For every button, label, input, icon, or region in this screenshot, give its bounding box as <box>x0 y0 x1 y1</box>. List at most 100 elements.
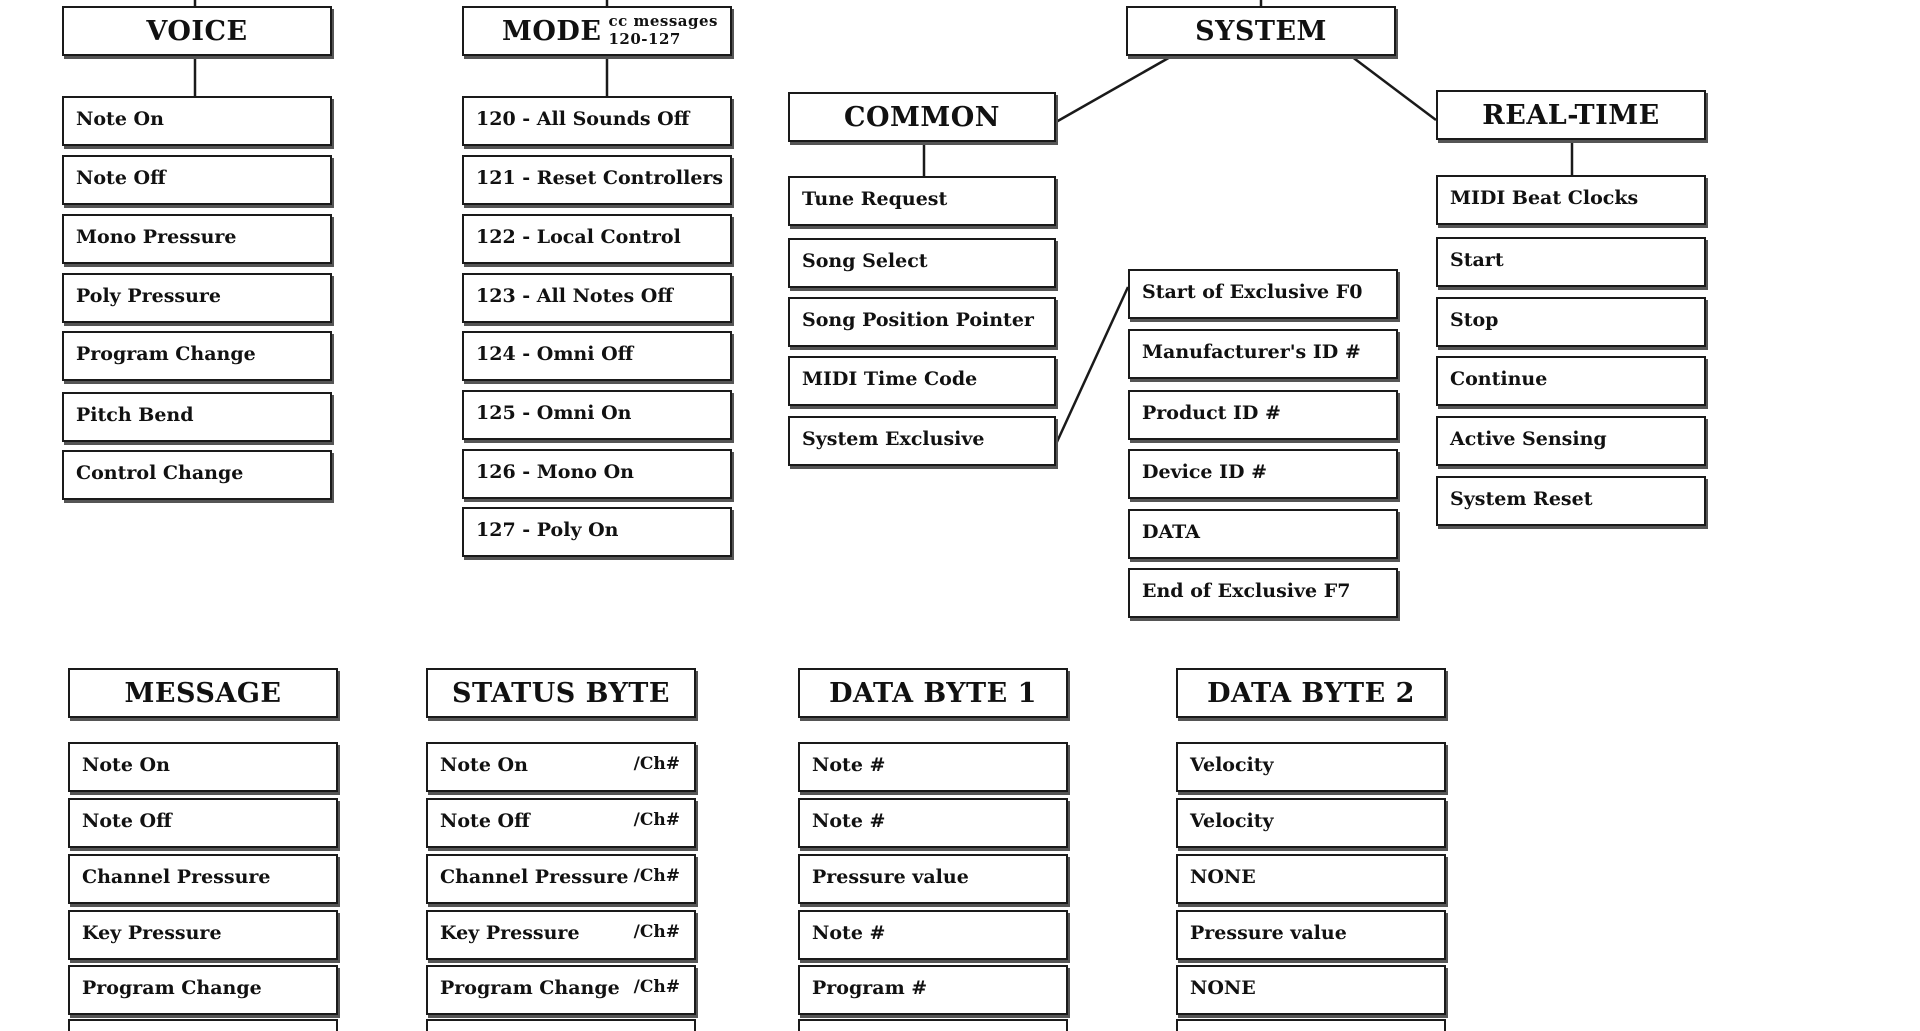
realtime-item-stop-label: Stop <box>1450 309 1499 331</box>
data-byte-1-item-5-label: Program # <box>812 977 928 999</box>
voice-item-note-off: Note Off <box>62 155 332 205</box>
message-item-1: Note On <box>68 742 338 792</box>
mode-item-121-reset-controllers: 121 - Reset Controllers <box>462 155 732 205</box>
voice-item-control-change: Control Change <box>62 450 332 500</box>
data-byte-2-item-1: Velocity <box>1176 742 1446 792</box>
sysex-item-data: DATA <box>1128 509 1398 559</box>
mode-item-126-mono-on-label: 126 - Mono On <box>476 461 634 483</box>
data-byte-2-item-4: Pressure value <box>1176 910 1446 960</box>
voice-item-control-change-label: Control Change <box>76 462 244 484</box>
voice-item-poly-pressure-label: Poly Pressure <box>76 285 222 307</box>
realtime-header-label: REAL-TIME <box>1482 99 1660 131</box>
data-byte-1-item-2-label: Note # <box>812 810 886 832</box>
common-item-midi-time-code: MIDI Time Code <box>788 356 1056 406</box>
voice-item-pitch-bend-label: Pitch Bend <box>76 404 194 426</box>
sysex-to-exclusive-connector <box>1054 286 1130 445</box>
realtime-header: REAL-TIME <box>1436 90 1706 140</box>
voice-header-label: VOICE <box>146 15 248 47</box>
voice-item-poly-pressure: Poly Pressure <box>62 273 332 323</box>
message-item-3: Channel Pressure <box>68 854 338 904</box>
sysex-item-end-of-exclusive-f7-label: End of Exclusive F7 <box>1142 580 1351 602</box>
voice-item-note-on: Note On <box>62 96 332 146</box>
status-byte-channel-suffix: /Ch# <box>633 810 680 830</box>
realtime-item-midi-beat-clocks: MIDI Beat Clocks <box>1436 175 1706 225</box>
data-byte-2-item-cutoff <box>1176 1019 1446 1031</box>
data-byte-2-item-4-label: Pressure value <box>1190 922 1347 944</box>
common-item-song-position-pointer-label: Song Position Pointer <box>802 309 1034 331</box>
common-item-song-select: Song Select <box>788 238 1056 288</box>
status-byte-item-4: Key Pressure/Ch# <box>426 910 696 960</box>
message-header: MESSAGE <box>68 668 338 718</box>
realtime-item-active-sensing: Active Sensing <box>1436 416 1706 466</box>
voice-item-program-change-label: Program Change <box>76 343 256 365</box>
mode-item-120-all-sounds-off-label: 120 - All Sounds Off <box>476 108 690 130</box>
mode-item-124-omni-off: 124 - Omni Off <box>462 331 732 381</box>
status-byte-header-label: STATUS BYTE <box>452 677 670 709</box>
message-item-5: Program Change <box>68 965 338 1015</box>
voice-item-mono-pressure-label: Mono Pressure <box>76 226 237 248</box>
realtime-item-start: Start <box>1436 237 1706 287</box>
common-header-label: COMMON <box>844 101 1000 133</box>
sysex-item-data-label: DATA <box>1142 521 1201 543</box>
data-byte-2-item-2-label: Velocity <box>1190 810 1274 832</box>
mode-item-123-all-notes-off-label: 123 - All Notes Off <box>476 285 673 307</box>
mode-subtitle-line2: 120-127 <box>608 30 681 48</box>
mode-subtitle-line1: cc messages <box>608 12 718 30</box>
status-byte-item-cutoff <box>426 1019 696 1031</box>
message-item-cutoff <box>68 1019 338 1031</box>
message-header-label: MESSAGE <box>124 677 282 709</box>
sysex-item-start-of-exclusive-f0: Start of Exclusive F0 <box>1128 269 1398 319</box>
voice-item-program-change: Program Change <box>62 331 332 381</box>
voice-item-pitch-bend: Pitch Bend <box>62 392 332 442</box>
mode-item-127-poly-on: 127 - Poly On <box>462 507 732 557</box>
status-byte-item-2-label: Note Off <box>440 810 530 832</box>
data-byte-1-item-cutoff <box>798 1019 1068 1031</box>
status-byte-channel-suffix: /Ch# <box>633 754 680 774</box>
voice-item-mono-pressure: Mono Pressure <box>62 214 332 264</box>
sysex-item-manufacturer-s-id-label: Manufacturer's ID # <box>1142 341 1361 363</box>
status-byte-item-1-label: Note On <box>440 754 528 776</box>
system-to-common-connector <box>1055 54 1173 124</box>
message-item-5-label: Program Change <box>82 977 262 999</box>
status-byte-item-1: Note On/Ch# <box>426 742 696 792</box>
system-header-label: SYSTEM <box>1195 15 1327 47</box>
status-byte-item-2: Note Off/Ch# <box>426 798 696 848</box>
sysex-item-device-id-label: Device ID # <box>1142 461 1267 483</box>
message-item-3-label: Channel Pressure <box>82 866 271 888</box>
common-item-midi-time-code-label: MIDI Time Code <box>802 368 978 390</box>
realtime-item-stop: Stop <box>1436 297 1706 347</box>
mode-item-122-local-control-label: 122 - Local Control <box>476 226 681 248</box>
data-byte-2-header: DATA BYTE 2 <box>1176 668 1446 718</box>
sysex-item-end-of-exclusive-f7: End of Exclusive F7 <box>1128 568 1398 618</box>
realtime-item-midi-beat-clocks-label: MIDI Beat Clocks <box>1450 187 1639 209</box>
common-header: COMMON <box>788 92 1056 142</box>
realtime-item-continue-label: Continue <box>1450 368 1548 390</box>
realtime-item-start-label: Start <box>1450 249 1504 271</box>
realtime-item-system-reset-label: System Reset <box>1450 488 1593 510</box>
mode-item-121-reset-controllers-label: 121 - Reset Controllers <box>476 167 724 189</box>
sysex-item-device-id: Device ID # <box>1128 449 1398 499</box>
voice-header: VOICE <box>62 6 332 56</box>
realtime-item-continue: Continue <box>1436 356 1706 406</box>
mode-item-122-local-control: 122 - Local Control <box>462 214 732 264</box>
mode-item-127-poly-on-label: 127 - Poly On <box>476 519 619 541</box>
status-byte-channel-suffix: /Ch# <box>633 866 680 886</box>
mode-item-124-omni-off-label: 124 - Omni Off <box>476 343 634 365</box>
system-to-realtime-connector <box>1350 55 1437 121</box>
message-item-2: Note Off <box>68 798 338 848</box>
mode-item-126-mono-on: 126 - Mono On <box>462 449 732 499</box>
data-byte-1-item-2: Note # <box>798 798 1068 848</box>
common-item-tune-request: Tune Request <box>788 176 1056 226</box>
data-byte-1-item-3-label: Pressure value <box>812 866 969 888</box>
data-byte-1-header: DATA BYTE 1 <box>798 668 1068 718</box>
realtime-item-active-sensing-label: Active Sensing <box>1450 428 1607 450</box>
sysex-item-product-id: Product ID # <box>1128 390 1398 440</box>
data-byte-1-item-5: Program # <box>798 965 1068 1015</box>
message-item-2-label: Note Off <box>82 810 172 832</box>
mode-item-123-all-notes-off: 123 - All Notes Off <box>462 273 732 323</box>
data-byte-2-item-2: Velocity <box>1176 798 1446 848</box>
sysex-item-start-of-exclusive-f0-label: Start of Exclusive F0 <box>1142 281 1363 303</box>
data-byte-2-item-5-label: NONE <box>1190 977 1256 999</box>
